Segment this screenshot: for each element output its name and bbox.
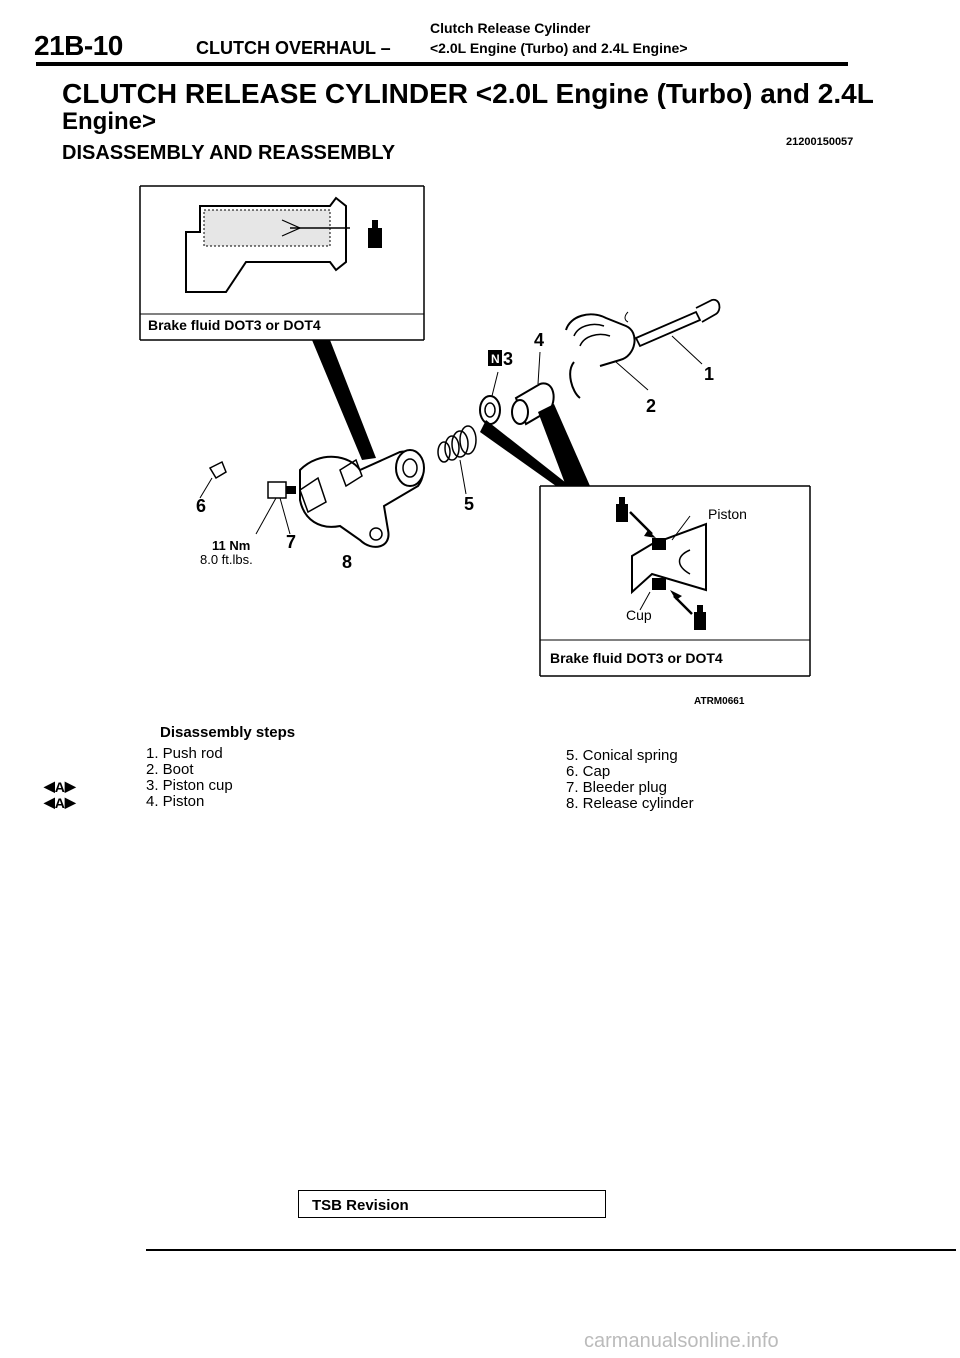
fluid-inset-bottom (539, 485, 811, 677)
page-title-line2: Engine> (62, 108, 157, 135)
tsb-revision-label: TSB Revision (312, 1197, 409, 1214)
step-7: 7. Bleeder plug (566, 779, 667, 796)
conical-spring-illustration (437, 425, 477, 495)
step-1: 1. Push rod (146, 745, 223, 762)
step-5: 5. Conical spring (566, 747, 678, 764)
footer-rule (146, 1249, 956, 1251)
step-4: 4. Piston (146, 793, 205, 810)
push-rod-illustration (624, 298, 721, 365)
piston-cup-illustration (479, 371, 501, 425)
page-number: 21B-10 (34, 30, 123, 61)
boot-illustration (565, 313, 649, 399)
cup-label: Cup (626, 607, 652, 623)
subheading: DISASSEMBLY AND REASSEMBLY (62, 142, 396, 164)
torque-ft-lbs: 8.0 ft.lbs. (200, 552, 253, 567)
left-arrow-icon: ◀ (44, 794, 55, 810)
brake-fluid-label-top: Brake fluid DOT3 or DOT4 (148, 317, 321, 333)
steps-heading: Disassembly steps (160, 724, 296, 741)
fluid-inset-top (139, 185, 425, 341)
fluid-bottle-icon (694, 605, 706, 630)
fluid-bottle-icon (368, 220, 382, 248)
fluid-bottle-icon (616, 497, 628, 522)
callout-5: 5 (464, 494, 475, 514)
brake-fluid-label-bottom: Brake fluid DOT3 or DOT4 (550, 650, 723, 666)
ref-mark-step-4: ◀A▶ (44, 794, 76, 811)
step-3: 3. Piston cup (146, 777, 233, 794)
section-title: CLUTCH OVERHAUL – (196, 38, 391, 58)
bleeder-plug-illustration (255, 481, 296, 535)
section-subtitle-top: Clutch Release Cylinder (430, 20, 591, 36)
callout-2: 2 (646, 396, 657, 416)
release-cylinder-illustration (299, 449, 425, 548)
torque-nm: 11 Nm (212, 538, 251, 553)
cap-illustration (199, 460, 227, 499)
document-number: 21200150057 (786, 136, 854, 148)
left-arrow-icon: ◀ (44, 778, 55, 794)
replace-part-badge: N (488, 350, 502, 366)
callout-7: 7 (286, 532, 297, 552)
piston-illustration (511, 351, 555, 426)
section-subtitle-bottom: <2.0L Engine (Turbo) and 2.4L Engine> (430, 40, 688, 56)
callout-3: 3 (503, 349, 514, 369)
step-6: 6. Cap (566, 763, 611, 780)
right-arrow-icon: ▶ (64, 794, 76, 810)
exploded-diagram: N (139, 185, 811, 677)
watermark: carmanualsonline.info (584, 1330, 779, 1352)
callout-6: 6 (196, 496, 207, 516)
tsb-revision-box (298, 1190, 606, 1218)
callout-4: 4 (534, 330, 545, 350)
page-title-line1: CLUTCH RELEASE CYLINDER <2.0L Engine (Tu… (62, 78, 874, 109)
piston-label: Piston (708, 506, 747, 522)
right-arrow-icon: ▶ (64, 778, 76, 794)
ref-mark-step-3: ◀A▶ (44, 778, 76, 795)
figure-id: ATRM0661 (694, 696, 745, 707)
callout-1: 1 (704, 364, 715, 384)
header-rule (36, 62, 848, 66)
step-8: 8. Release cylinder (566, 795, 694, 812)
callout-8: 8 (342, 552, 353, 572)
svg-text:N: N (491, 352, 500, 366)
step-2: 2. Boot (146, 761, 194, 778)
